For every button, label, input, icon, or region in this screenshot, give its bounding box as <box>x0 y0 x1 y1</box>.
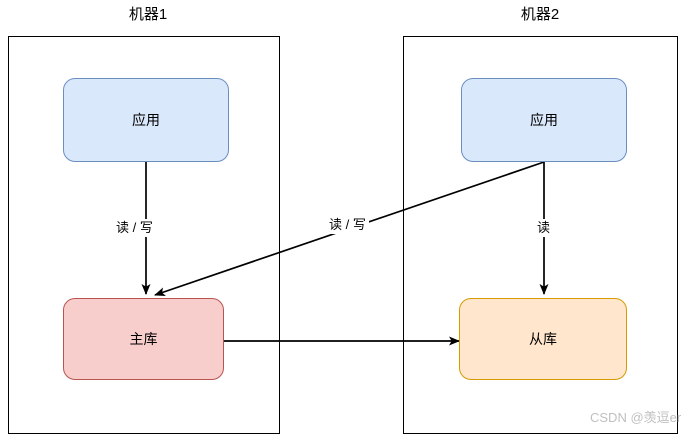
edge-label-local-read-write: 读 / 写 <box>113 219 156 237</box>
node-master-db-label: 主库 <box>129 331 158 347</box>
node-slave-db-label: 从库 <box>529 331 557 347</box>
node-app-machine-1-label: 应用 <box>132 112 160 128</box>
machine-2-title: 机器2 <box>520 6 560 23</box>
node-app-machine-2-label: 应用 <box>530 112 558 128</box>
node-app-machine-2[interactable]: 应用 <box>461 78 627 162</box>
edge-label-remote-read-write: 读 / 写 <box>326 216 369 234</box>
watermark-text: CSDN @羡逗er <box>590 410 682 425</box>
node-master-db[interactable]: 主库 <box>63 298 224 380</box>
machine-1-title: 机器1 <box>128 6 168 23</box>
node-slave-db[interactable]: 从库 <box>459 298 627 380</box>
edge-label-remote-read: 读 <box>534 219 554 237</box>
node-app-machine-1[interactable]: 应用 <box>63 78 229 162</box>
